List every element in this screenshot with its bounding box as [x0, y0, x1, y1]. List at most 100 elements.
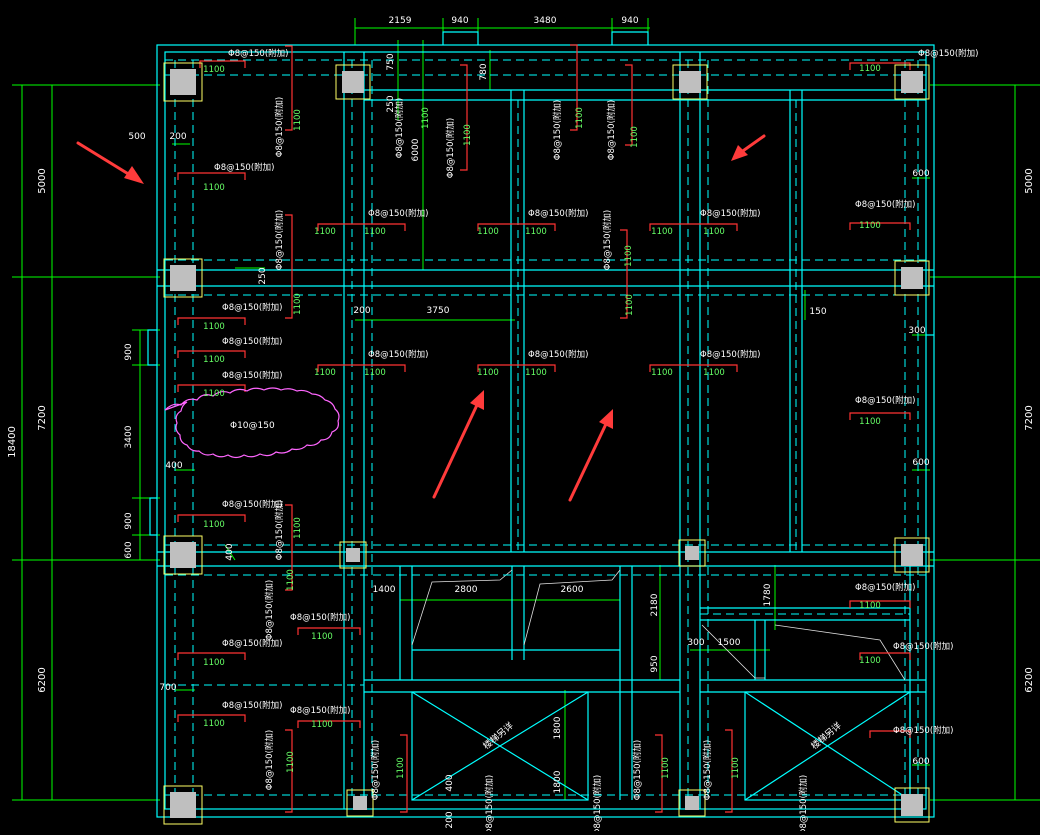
- annotation-arrows: [76, 134, 766, 502]
- rebar-length: 1100: [293, 517, 303, 539]
- rebar-label: Φ8@150(附加): [528, 208, 588, 219]
- column: [685, 546, 699, 560]
- rebar-label: Φ8@150(附加): [228, 48, 288, 59]
- rebar-length: 1100: [525, 368, 547, 378]
- dim-text: 400: [445, 774, 455, 791]
- dim-text: 600: [124, 541, 134, 558]
- column-outline: [894, 537, 930, 573]
- rebar-label: Φ8@150(附加): [552, 100, 563, 160]
- rebar-length: 1100: [477, 227, 499, 237]
- rebar-length: 1100: [293, 109, 303, 131]
- dim-text: 7200: [1024, 405, 1035, 430]
- rebar-length: 1100: [703, 368, 725, 378]
- rebar-label: Φ8@150(附加): [700, 349, 760, 360]
- rebar-length: 1100: [731, 757, 741, 779]
- dim-text: 200: [353, 306, 370, 316]
- rebar-label: Φ8@150(附加): [855, 582, 915, 593]
- rebar-label: Φ8@150(附加): [632, 740, 643, 800]
- rebar-label: Φ8@150(附加): [222, 336, 282, 347]
- rebar-label: Φ8@150(附加): [214, 162, 274, 173]
- column: [170, 542, 196, 568]
- dim-text: 940: [621, 16, 638, 26]
- rebar-length: 1100: [859, 64, 881, 74]
- column-outline: [678, 789, 706, 817]
- column-outline: [894, 260, 930, 296]
- dim-text: 3750: [427, 306, 450, 316]
- column: [170, 265, 196, 291]
- dashed-lines: [165, 59, 926, 800]
- dim-text: 750: [386, 53, 396, 70]
- rebar-length: 1100: [314, 227, 336, 237]
- dim-text: 2600: [561, 585, 584, 595]
- dim-text: 400: [225, 543, 235, 560]
- rebar-label: Φ8@150(附加): [798, 775, 809, 831]
- rebar-length: 1100: [203, 65, 225, 75]
- rebar-label: Φ8@150(附加): [368, 349, 428, 360]
- rebar-label: Φ8@150(附加): [222, 700, 282, 711]
- dim-text: 400: [165, 461, 182, 471]
- dim-text: 1780: [763, 583, 773, 606]
- rebar-label: Φ8@150(附加): [893, 725, 953, 736]
- rebar-marks: [177, 44, 911, 813]
- rebar-label: Φ8@150(附加): [484, 775, 495, 831]
- dim-text: 1800: [553, 716, 563, 739]
- dim-text: 600: [912, 757, 929, 767]
- rebar-length: 1100: [311, 720, 333, 730]
- rebar-length: 1100: [203, 389, 225, 399]
- rebar-label: Φ8@150(附加): [445, 118, 456, 178]
- rebar-length: 1100: [477, 368, 499, 378]
- rebar-length: 1100: [311, 632, 333, 642]
- rebar-label: Φ8@150(附加): [606, 100, 617, 160]
- dim-text: 2800: [455, 585, 478, 595]
- rebar-label: Φ8@150(附加): [394, 98, 405, 158]
- dim-text: 700: [159, 683, 176, 693]
- column-outline: [678, 539, 706, 567]
- dim-text: 3400: [124, 425, 134, 448]
- column: [901, 794, 923, 816]
- rebar-length: 1100: [859, 221, 881, 231]
- dim-text: 7200: [37, 405, 48, 430]
- beam-outlines: [147, 31, 935, 818]
- rebar-label-cloud: Φ10@150: [230, 421, 275, 431]
- rebar-length: 1100: [396, 757, 406, 779]
- dim-text: 250: [386, 95, 396, 112]
- rebar-label: Φ8@150(附加): [700, 208, 760, 219]
- column-outline: [335, 64, 371, 100]
- column: [346, 548, 360, 562]
- column-outline: [163, 535, 203, 575]
- dim-text: 6200: [37, 667, 48, 692]
- dim-text: 1400: [373, 585, 396, 595]
- dim-text: 900: [124, 343, 134, 360]
- rebar-label: Φ8@150(附加): [918, 48, 978, 59]
- column-outline: [894, 787, 930, 823]
- rebar-length: 1100: [203, 183, 225, 193]
- column: [679, 71, 701, 93]
- dim-text: 600: [912, 458, 929, 468]
- rebar-label: Φ8@150(附加): [893, 641, 953, 652]
- rebar-label: Φ8@150(附加): [274, 500, 285, 560]
- rebar-length: 1100: [203, 322, 225, 332]
- column-outline: [894, 64, 930, 100]
- dim-text: 900: [124, 512, 134, 529]
- rebar-length: 1100: [286, 751, 296, 773]
- dim-text: 5000: [37, 168, 48, 193]
- dim-text: 950: [650, 655, 660, 672]
- dim-text: 780: [479, 63, 489, 80]
- arrow-3: [432, 403, 479, 499]
- rebar-label: Φ8@150(附加): [274, 210, 285, 270]
- rebar-label: Φ8@150(附加): [290, 612, 350, 623]
- arrow-2: [738, 134, 766, 155]
- rebar-length: 1100: [286, 569, 296, 591]
- column: [170, 792, 196, 818]
- dim-text: 18400: [7, 426, 18, 458]
- rebar-label: Φ8@150(附加): [222, 302, 282, 313]
- rebar-length: 1100: [364, 368, 386, 378]
- rebar-length: 1100: [624, 245, 634, 267]
- dim-text: 5000: [1024, 168, 1035, 193]
- rebar-label: Φ8@150(附加): [222, 370, 282, 381]
- rebar-label: Φ8@150(附加): [528, 349, 588, 360]
- dim-text: 1500: [718, 638, 741, 648]
- column: [342, 71, 364, 93]
